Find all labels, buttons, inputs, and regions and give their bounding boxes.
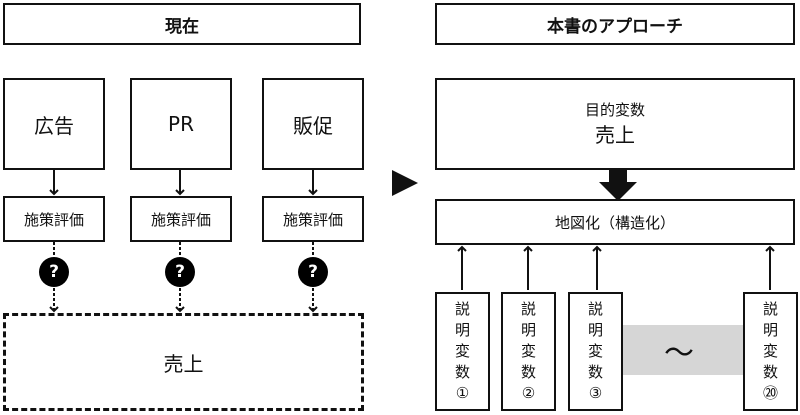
explanatory-variable-1: 説 明 変 数 ① xyxy=(435,292,490,411)
explanatory-variable-2: 説 明 変 数 ② xyxy=(501,292,556,411)
right-header: 本書のアプローチ xyxy=(435,3,795,45)
question-icon: ? xyxy=(165,257,195,287)
explanatory-variable-3: 説 明 変 数 ③ xyxy=(568,292,623,411)
eval-box-promotion: 施策評価 xyxy=(262,196,364,242)
channel-box-pr: PR xyxy=(130,78,232,170)
eval-box-ad: 施策評価 xyxy=(3,196,105,242)
left-header: 現在 xyxy=(3,3,361,45)
target-variable-value: 売上 xyxy=(595,123,635,147)
question-icon: ? xyxy=(39,257,69,287)
channel-box-promotion: 販促 xyxy=(262,78,364,170)
target-variable-box: 目的変数 売上 xyxy=(435,78,795,170)
sales-result-box: 売上 xyxy=(3,313,364,411)
ellipsis-tilde: 〜 xyxy=(664,336,694,371)
question-icon: ? xyxy=(298,257,328,287)
explanatory-variable-20: 説 明 変 数 ⑳ xyxy=(743,292,798,411)
map-structure-box: 地図化（構造化） xyxy=(435,199,795,245)
eval-box-pr: 施策評価 xyxy=(130,196,232,242)
continuation-band xyxy=(620,325,745,375)
target-variable-title: 目的変数 xyxy=(584,101,645,119)
channel-box-ad: 広告 xyxy=(3,78,105,170)
transition-triangle xyxy=(392,170,418,196)
big-down-arrow xyxy=(599,168,637,201)
